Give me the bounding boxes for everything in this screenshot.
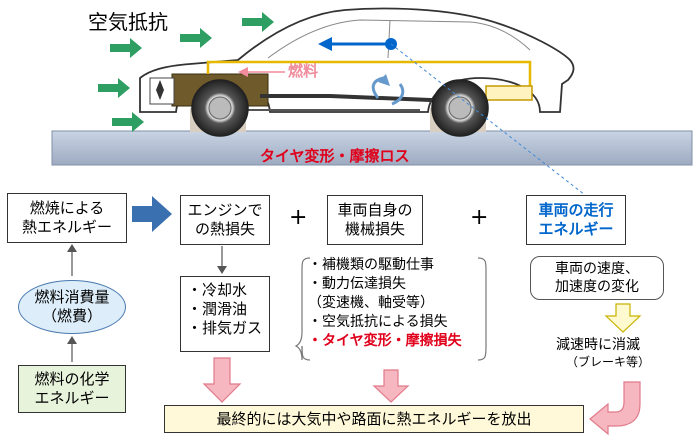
mech-loss-item: （変速機、軸受等） <box>308 295 434 311</box>
decel-text: 減速時に消滅 <box>556 337 640 353</box>
fuel-consumption-text: 燃料消費量 （燃費） <box>34 288 110 325</box>
vehicle-mech-loss-box: 車両自身の 機械損失 <box>327 195 423 245</box>
engine-loss-item: ・冷却水 <box>187 281 248 299</box>
plus-sign-1: + <box>289 205 308 230</box>
engine-heat-loss-box: エンジンで の熱損失 <box>180 195 270 245</box>
mech-loss-item: ・補機類の駆動仕事 <box>308 257 434 273</box>
fuel-tank <box>485 85 533 101</box>
combustion-heat-box: 燃焼による 熱エネルギー <box>7 193 127 243</box>
engine-loss-list: ・冷却水 ・潤滑油 ・排気ガス <box>180 276 270 352</box>
fuel-consumption-ellipse: 燃料消費量 （燃費） <box>18 280 126 334</box>
mech-loss-item: ・動力伝達損失 <box>308 276 406 292</box>
mech-loss-highlight: ・タイヤ変形・摩擦損失 <box>308 333 462 349</box>
engine-loss-item: ・潤滑油 <box>187 300 248 318</box>
road <box>51 130 693 166</box>
vehicle-kinetic-box: 車両の走行 エネルギー <box>526 195 626 245</box>
wind-arrows <box>98 12 274 132</box>
rear-wheel <box>430 79 489 137</box>
fuel-label: 燃料 <box>288 62 319 80</box>
engine-loss-item: ・排気ガス <box>187 319 263 337</box>
final-box: 最終的には大気中や路面に熱エネルギーを放出 <box>164 405 584 433</box>
plus-sign-2: + <box>470 205 489 230</box>
air-resistance-title: 空気抵抗 <box>88 10 168 34</box>
speed-change-box: 車両の速度、 加速度の変化 <box>530 256 664 300</box>
mech-loss-item: ・空気抵抗による損失 <box>308 314 448 330</box>
tire-loss-label: タイヤ変形・摩擦ロス <box>260 147 410 165</box>
brake-note: （ブレーキ等） <box>566 355 651 369</box>
fuel-chemical-box: 燃料の化学 エネルギー <box>18 365 126 413</box>
mech-loss-list: ・補機類の駆動仕事 ・動力伝達損失 （変速機、軸受等） ・空気抵抗による損失 ・… <box>308 256 486 351</box>
front-wheel <box>190 79 249 137</box>
speed-change-text: 車両の速度、 加速度の変化 <box>555 261 639 295</box>
